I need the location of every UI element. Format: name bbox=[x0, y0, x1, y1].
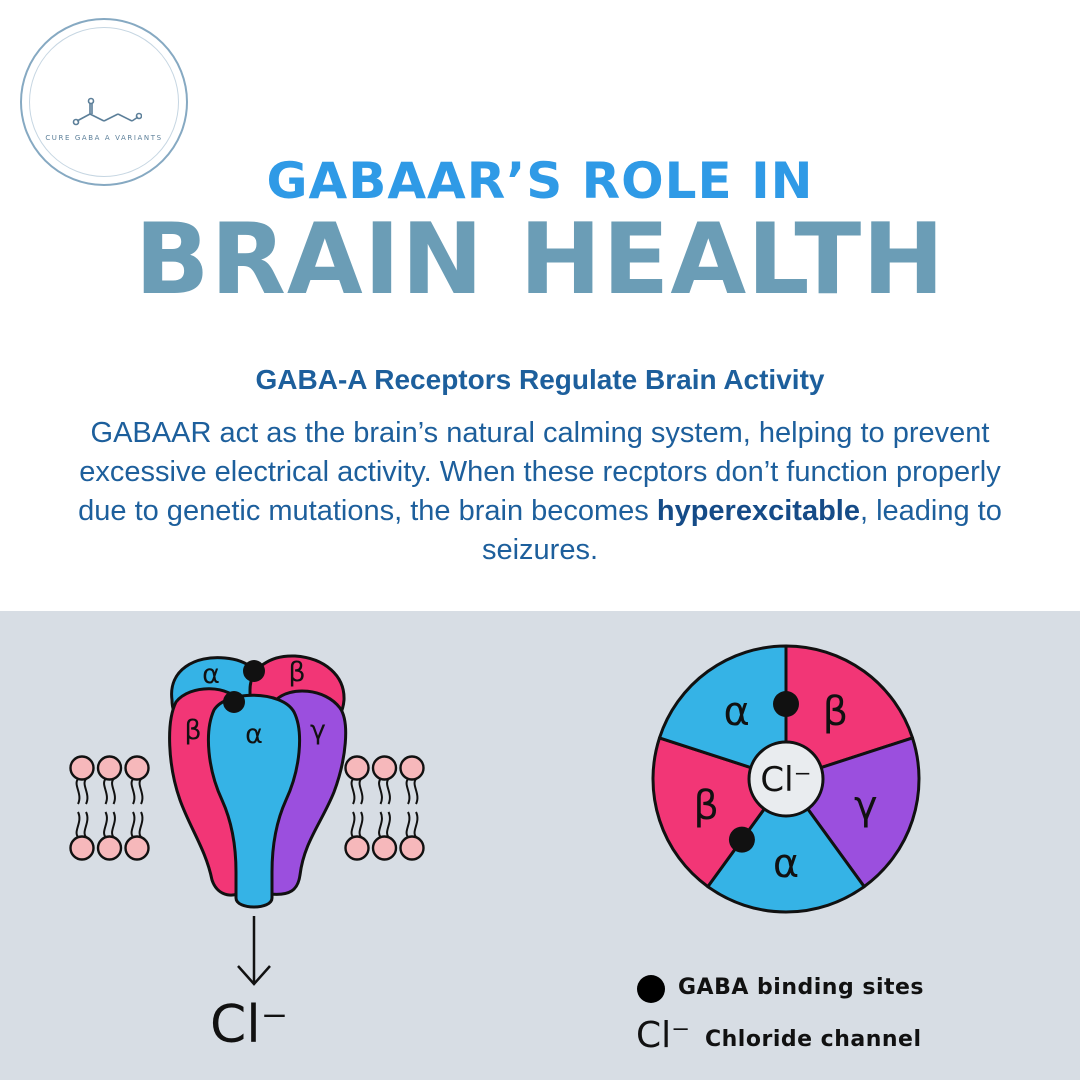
lipid-tail bbox=[350, 778, 356, 805]
side-binding-site-lower bbox=[223, 691, 245, 713]
legend-chloride-channel: Chloride channel bbox=[705, 1027, 922, 1052]
lipid-head bbox=[96, 835, 123, 861]
molecule-icon bbox=[72, 97, 142, 126]
logo-inner-ring bbox=[29, 27, 179, 177]
top-subunit-alpha bbox=[706, 777, 866, 914]
lipid-tail bbox=[386, 778, 391, 805]
side-binding-site-upper bbox=[243, 660, 265, 682]
receptor-side-view bbox=[168, 654, 348, 909]
legend-binding-dot bbox=[637, 975, 665, 1003]
logo-text: CURE GABA A VARIANTS bbox=[45, 134, 163, 142]
top-label-beta: β bbox=[823, 689, 849, 735]
body-paragraph: GABAAR act as the brain’s natural calmin… bbox=[60, 414, 1020, 570]
lipid-tail bbox=[413, 778, 419, 805]
top-label-alpha: α bbox=[723, 689, 749, 735]
lipid-head bbox=[399, 755, 425, 781]
top-label-beta: β bbox=[693, 783, 719, 829]
lipid-head bbox=[371, 755, 398, 781]
lipid-tail bbox=[130, 811, 136, 838]
lipid-tail bbox=[111, 778, 116, 805]
side-label-alpha-back: α bbox=[202, 659, 220, 690]
logo: CURE GABA A VARIANTS bbox=[20, 18, 188, 186]
page-title: BRAIN HEALTH bbox=[134, 203, 946, 317]
lipid-tail bbox=[405, 811, 411, 838]
title-kicker: GABAAR’S ROLE IN bbox=[266, 152, 814, 210]
lipid-tail bbox=[138, 811, 144, 838]
lipid-tail bbox=[350, 811, 356, 838]
lipid-tail bbox=[405, 778, 411, 805]
lipid-tail bbox=[413, 811, 419, 838]
lipid-tail bbox=[386, 811, 391, 838]
lipid-tail bbox=[103, 811, 108, 838]
lipid-head bbox=[399, 835, 425, 861]
side-label-gamma: γ bbox=[310, 715, 326, 746]
side-subunit-alpha-front bbox=[206, 693, 302, 909]
section-subhead: GABA-A Receptors Regulate Brain Activity bbox=[255, 364, 825, 395]
lipid-tail bbox=[130, 778, 136, 805]
side-label-alpha-front: α bbox=[245, 719, 263, 750]
top-subunit-beta bbox=[784, 644, 914, 781]
chloride-ion-label: Cl⁻ bbox=[210, 995, 289, 1055]
lipid-head bbox=[124, 755, 150, 781]
membrane-bilayer bbox=[69, 755, 425, 861]
lipid-tail bbox=[75, 811, 81, 838]
body-text-part-2: , leading to seizures. bbox=[481, 495, 1002, 566]
lipid-head bbox=[344, 835, 370, 861]
top-center-label: Cl⁻ bbox=[760, 760, 811, 800]
lipid-tail bbox=[378, 778, 383, 805]
lipid-tail bbox=[75, 778, 81, 805]
lipid-head bbox=[96, 755, 123, 781]
top-binding-site-1 bbox=[773, 691, 799, 717]
lipid-tail bbox=[103, 778, 108, 805]
lipid-tail bbox=[358, 811, 364, 838]
lipid-tail bbox=[83, 778, 89, 805]
top-subunit-alpha bbox=[658, 644, 788, 781]
lipid-tail bbox=[111, 811, 116, 838]
legend-chloride-symbol: Cl⁻ bbox=[636, 1015, 691, 1056]
legend-binding-sites: GABA binding sites bbox=[678, 975, 925, 1000]
top-binding-site-2 bbox=[728, 826, 755, 853]
chloride-flow-arrow bbox=[237, 916, 271, 986]
lipid-tail bbox=[378, 811, 383, 838]
lipid-head bbox=[69, 755, 95, 781]
lipid-tail bbox=[138, 778, 144, 805]
top-label-alpha: α bbox=[773, 841, 799, 887]
side-label-beta-front: β bbox=[184, 715, 201, 746]
side-label-beta-back: β bbox=[288, 657, 305, 688]
lipid-tail bbox=[358, 778, 364, 805]
lipid-head bbox=[371, 835, 398, 861]
lipid-head bbox=[124, 835, 150, 861]
lipid-head bbox=[344, 755, 370, 781]
body-text-bold: hyperexcitable bbox=[656, 495, 860, 527]
lipid-head bbox=[69, 835, 95, 861]
chloride-pore bbox=[747, 740, 825, 818]
body-text-part-1: GABAAR act as the brain’s natural calmin… bbox=[78, 417, 1001, 527]
receptor-top-view: β γ α β α bbox=[651, 644, 921, 914]
lipid-tail bbox=[83, 811, 89, 838]
top-label-gamma: γ bbox=[854, 783, 878, 829]
